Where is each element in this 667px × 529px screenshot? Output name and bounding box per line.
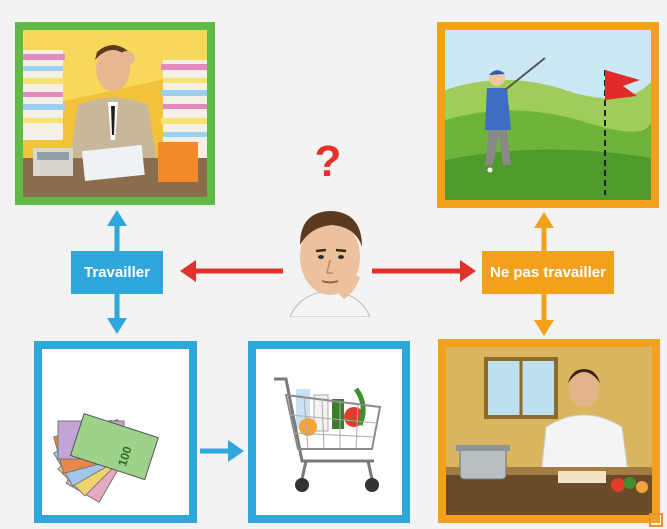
thinking-man-illustration bbox=[289, 211, 371, 317]
golfer-illustration bbox=[445, 30, 651, 200]
money-panel: 100 bbox=[34, 341, 197, 523]
label-ne-pas-travailler: Ne pas travailler bbox=[482, 251, 614, 294]
shopping-cart-illustration bbox=[256, 349, 402, 515]
golf-panel bbox=[437, 22, 659, 208]
arrow-blue-horizontal bbox=[200, 440, 244, 462]
cooking-panel bbox=[438, 339, 660, 523]
label-travailler: Travailler bbox=[71, 251, 163, 294]
shopping-panel bbox=[248, 341, 410, 523]
euro-banknotes-illustration: 100 bbox=[42, 349, 189, 515]
office-worker-panel bbox=[15, 22, 215, 205]
arrow-right-red bbox=[372, 260, 476, 282]
question-mark: ? bbox=[314, 137, 342, 186]
man-cooking-illustration bbox=[446, 347, 652, 515]
arrow-left-red bbox=[180, 260, 283, 282]
office-worker-illustration bbox=[23, 30, 207, 197]
resize-handle-icon[interactable] bbox=[649, 513, 663, 527]
banknote-value: 100 bbox=[115, 444, 135, 468]
thinking-man bbox=[280, 205, 380, 317]
